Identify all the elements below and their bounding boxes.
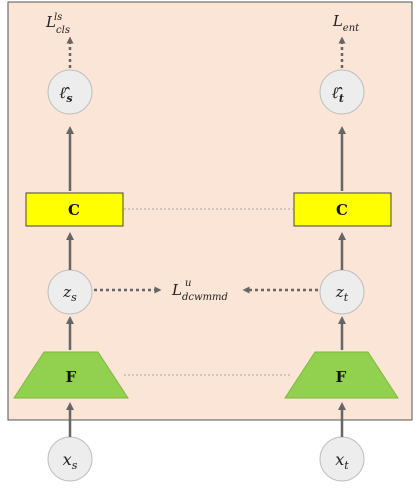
target-prediction-node: ℓ̂t [319, 69, 365, 115]
source-input-node: xs [47, 436, 93, 482]
svg-text:C: C [336, 201, 348, 219]
svg-text:C: C [68, 201, 80, 219]
svg-text:zs: zs [62, 283, 77, 304]
target-classifier: C [293, 192, 392, 227]
svg-text:F: F [336, 368, 347, 386]
svg-text:ℓ̂s: ℓ̂s [58, 83, 72, 105]
svg-text:F: F [66, 368, 77, 386]
target-feature-extractor: F [284, 351, 399, 399]
target-input-node: xt [319, 436, 365, 482]
target-loss-label: Lent [332, 12, 360, 34]
source-feature-extractor: F [13, 351, 129, 399]
svg-text:xs: xs [63, 450, 78, 472]
source-loss-label: Lclsls [45, 12, 70, 36]
svg-text:zt: zt [335, 283, 349, 304]
target-feature-node: zt [319, 269, 365, 315]
svg-text:ℓ̂t: ℓ̂t [331, 83, 344, 105]
alignment-loss-label: Ldcwmmdu [171, 278, 228, 303]
source-feature-node: zs [47, 269, 93, 315]
source-classifier: C [25, 192, 124, 227]
source-prediction-node: ℓ̂s [47, 69, 93, 115]
svg-text:xt: xt [335, 450, 349, 472]
